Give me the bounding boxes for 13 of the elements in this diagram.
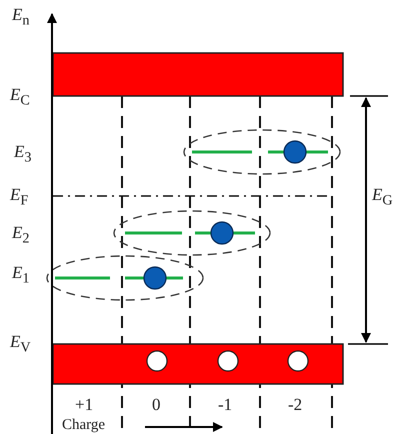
axis-label: E$_{G}$ (372, 186, 393, 210)
axis-label: E$_{3}$ (14, 143, 32, 166)
axis-label: E$_{C}$ (10, 86, 30, 110)
axis-title: Charge (62, 416, 106, 434)
axis-label: E$_{n}$ (12, 6, 30, 30)
tick-label: 0 (152, 396, 160, 414)
axis-label: E$_{V}$ (10, 333, 31, 356)
axis-label: E$_{F}$ (10, 186, 28, 210)
tick-label: +1 (75, 396, 94, 414)
axis-label: E$_{1}$ (12, 264, 30, 288)
tick-label: -1 (218, 396, 232, 414)
axis-label: E$_{2}$ (12, 224, 30, 248)
tick-label: -2 (288, 396, 302, 414)
